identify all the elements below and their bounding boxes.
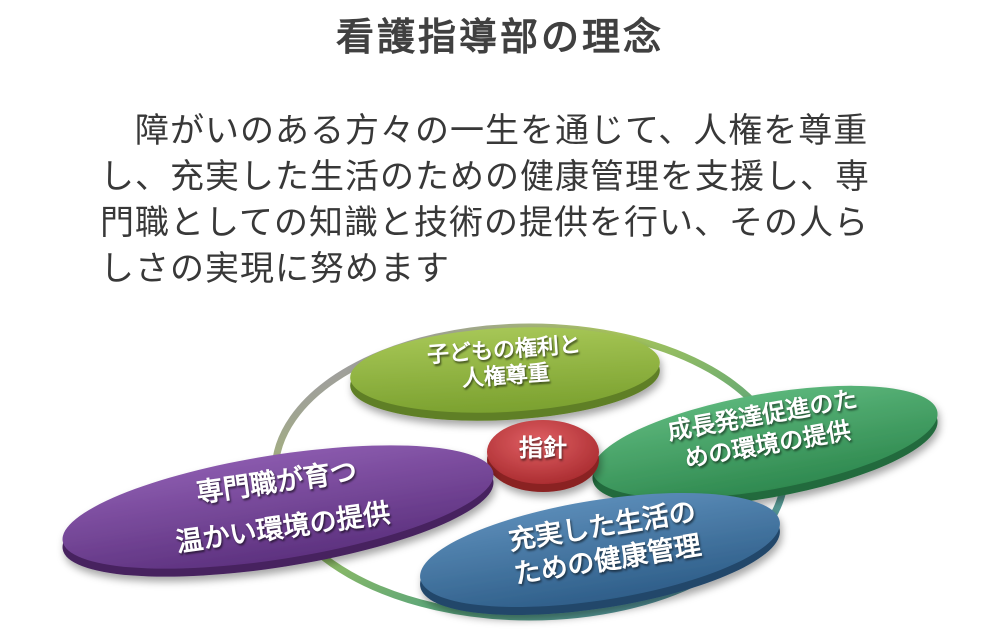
philosophy-line-3: 門職としての知識と技術の提供を行い、その人ら xyxy=(100,203,869,243)
center-guideline-label: 指針 xyxy=(519,434,567,462)
node-health xyxy=(420,492,780,616)
philosophy-line-4: しさの実現に努めます xyxy=(100,249,450,289)
center-guideline xyxy=(487,420,599,492)
node-development xyxy=(592,385,938,507)
node-rights xyxy=(350,327,660,421)
node-professional xyxy=(62,445,494,577)
diagram-graphic xyxy=(62,323,938,621)
philosophy-line-1: 障がいのある方々の一生を通じて、人権を尊重 xyxy=(100,111,869,151)
guideline-diagram: 子どもの権利と 人権尊重 成長発達促進のた めの環境の提供 指針 充実した生活の… xyxy=(0,320,1000,640)
page-title: 看護指導部の理念 xyxy=(335,15,664,59)
philosophy-text: 障がいのある方々の一生を通じて、人権を尊重 し、充実した生活のための健康管理を支… xyxy=(100,108,920,292)
philosophy-line-2: し、充実した生活のための健康管理を支援し、専 xyxy=(100,157,870,197)
